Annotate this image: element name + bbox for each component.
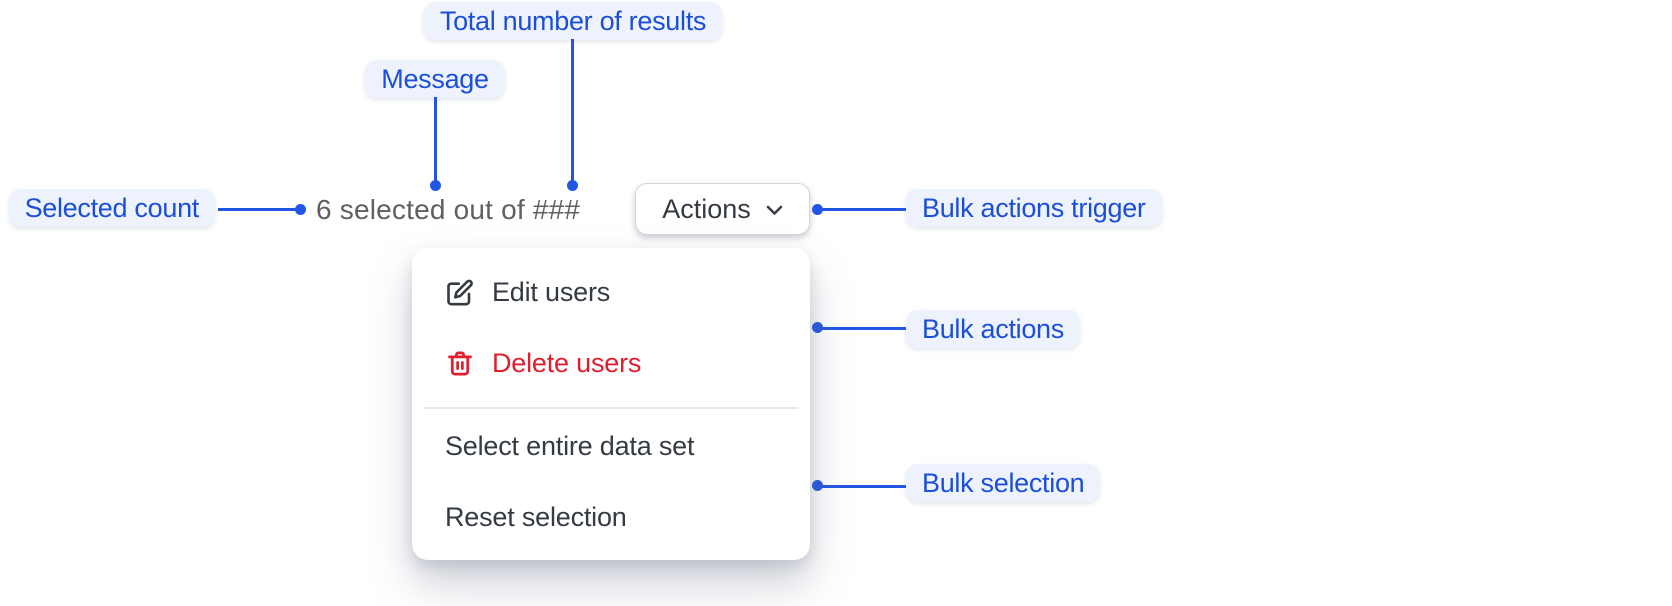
connector-dot-selected-count bbox=[295, 204, 306, 215]
menu-item-select-entire-data-set[interactable]: Select entire data set bbox=[412, 411, 810, 482]
trash-icon bbox=[445, 349, 475, 379]
connector-line-bulk-selection bbox=[822, 485, 906, 488]
annotation-message: Message bbox=[365, 60, 505, 98]
connector-line-message bbox=[434, 97, 437, 186]
connector-dot-total-results bbox=[567, 180, 578, 191]
menu-item-edit-users[interactable]: Edit users bbox=[412, 257, 810, 328]
annotation-bulk-actions: Bulk actions bbox=[906, 310, 1080, 348]
connector-line-bulk-actions-trigger bbox=[822, 208, 906, 211]
menu-item-label: Select entire data set bbox=[445, 431, 695, 461]
bulk-actions-trigger-button[interactable]: Actions bbox=[635, 183, 810, 235]
bulk-actions-menu: Edit users Delete users Select entire da… bbox=[412, 248, 810, 560]
connector-dot-bulk-selection bbox=[812, 480, 823, 491]
annotation-total-results: Total number of results bbox=[423, 2, 723, 40]
edit-icon bbox=[445, 278, 475, 308]
actions-button-label: Actions bbox=[662, 193, 751, 224]
annotation-bulk-actions-trigger: Bulk actions trigger bbox=[906, 189, 1162, 227]
menu-divider bbox=[424, 407, 798, 409]
connector-line-selected-count bbox=[218, 208, 298, 211]
connector-line-total-results bbox=[571, 39, 574, 186]
menu-item-label: Delete users bbox=[492, 348, 642, 378]
connector-line-bulk-actions bbox=[822, 327, 906, 330]
connector-dot-bulk-actions-trigger bbox=[812, 204, 823, 215]
annotation-bulk-selection: Bulk selection bbox=[906, 464, 1101, 502]
chevron-down-icon bbox=[766, 205, 783, 216]
selected-count-message: 6 selected out of ### bbox=[316, 194, 581, 225]
annotation-selected-count: Selected count bbox=[8, 189, 215, 227]
menu-item-label: Reset selection bbox=[445, 502, 627, 532]
menu-item-delete-users[interactable]: Delete users bbox=[412, 328, 810, 399]
menu-item-reset-selection[interactable]: Reset selection bbox=[412, 482, 810, 553]
menu-item-label: Edit users bbox=[492, 277, 611, 307]
connector-dot-bulk-actions bbox=[812, 322, 823, 333]
connector-dot-message bbox=[430, 180, 441, 191]
